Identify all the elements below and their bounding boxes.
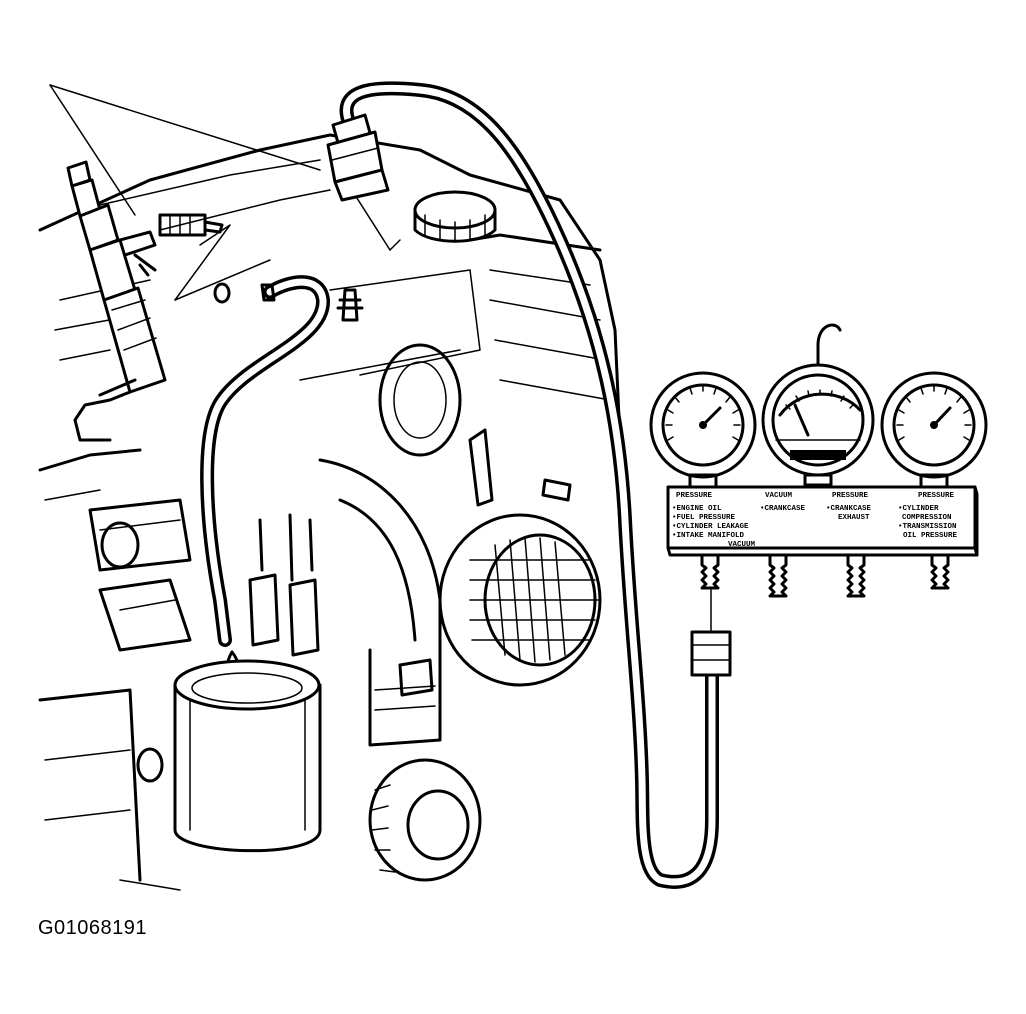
hose-barb-fittings xyxy=(700,553,950,598)
panel-col1-line4: •INTAKE MANIFOLD xyxy=(672,532,745,540)
panel-col4-line1: •CYLINDER xyxy=(898,505,939,513)
panel-col4-line4: OIL PRESSURE xyxy=(903,532,958,540)
panel-col1-line3: •CYLINDER LEAKAGE xyxy=(672,523,749,531)
panel-col1-line2: •FUEL PRESSURE xyxy=(672,514,736,522)
alternator xyxy=(368,513,602,747)
vacuum-gauge-center xyxy=(761,363,875,487)
panel-col3-line2: EXHAUST xyxy=(838,514,870,522)
fuel-injector xyxy=(66,160,167,442)
engine-block xyxy=(38,84,622,891)
gauge-set: PRESSURE VACUUM PRESSURE PRESSURE •ENGIN… xyxy=(649,323,988,598)
panel-header-4: PRESSURE xyxy=(918,492,955,500)
panel-col2-line1: •CRANKCASE xyxy=(760,505,806,513)
panel-col1-line5: VACUUM xyxy=(728,541,756,549)
panel-col4-line2: COMPRESSION xyxy=(902,514,952,522)
oil-filter-container xyxy=(173,659,322,853)
panel-header-3: PRESSURE xyxy=(832,492,869,500)
panel-col1-line1: •ENGINE OIL xyxy=(672,505,722,513)
pressure-gauge-left xyxy=(649,371,757,490)
panel-header-1: PRESSURE xyxy=(676,492,713,500)
panel-col3-line1: •CRANKCASE xyxy=(826,505,872,513)
figure-code: G01068191 xyxy=(38,917,148,939)
pressure-gauge-right xyxy=(880,371,988,490)
oil-drain-hose xyxy=(200,275,330,676)
pressure-gauge-hose xyxy=(326,81,732,889)
panel-col4-line3: •TRANSMISSION xyxy=(898,523,957,531)
panel-header-2: VACUUM xyxy=(765,492,793,500)
gauge-label-panel: PRESSURE VACUUM PRESSURE PRESSURE •ENGIN… xyxy=(666,485,979,557)
engine-oil-filter xyxy=(368,758,482,882)
